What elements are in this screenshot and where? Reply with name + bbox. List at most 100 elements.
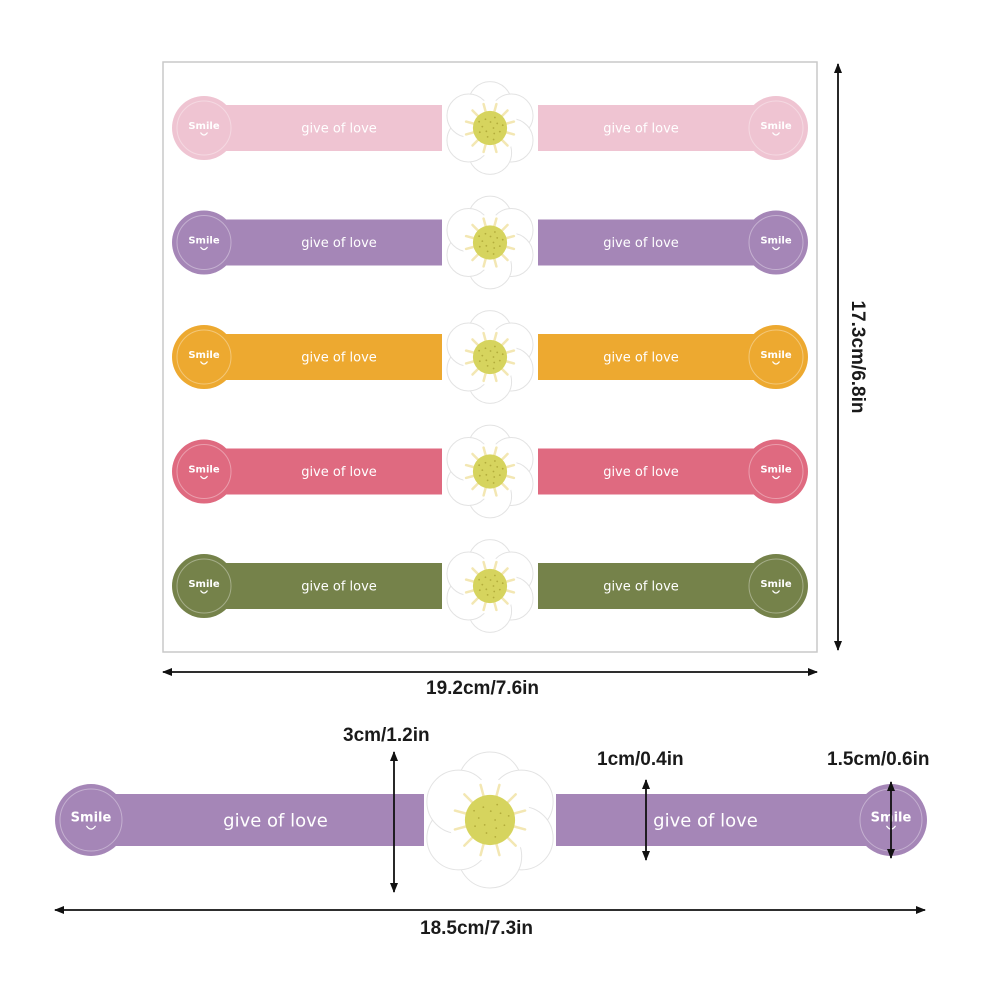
smile-mouth-left [85, 825, 97, 830]
smile-logo-left: Smile [188, 579, 219, 590]
flower-seed [493, 361, 496, 364]
strip-end-right-ring [748, 100, 804, 156]
flower-seed [486, 250, 489, 253]
flower-seed [484, 118, 487, 121]
smile-mouth-left [200, 590, 208, 594]
strip-end-left-ring [59, 788, 123, 852]
flower-seed [495, 827, 498, 830]
flower-seed [486, 365, 489, 367]
tagline-left: give of love [301, 236, 377, 251]
strip-end-left [172, 554, 236, 618]
smile-logo-left: Smile [188, 465, 219, 476]
smile-mouth-left [200, 475, 208, 480]
strip-end-left [172, 325, 236, 389]
daisy-flower [446, 81, 534, 175]
flower-seed [499, 812, 502, 815]
flower-seed [494, 231, 496, 233]
flower-seed [484, 232, 487, 235]
strip-bar-left [204, 334, 442, 380]
flower-seed [493, 476, 496, 478]
flower-seed [501, 467, 504, 470]
tagline-right: give of love [603, 122, 679, 137]
flower-seed [494, 460, 496, 462]
flower-seed [481, 240, 484, 243]
flower-seed [478, 245, 481, 248]
strip-end-right [744, 325, 808, 389]
flower-seed [478, 474, 481, 477]
flower-seed [481, 469, 484, 472]
flower-seed [496, 122, 499, 125]
flower-seed [489, 121, 492, 123]
strip-bar-left [204, 563, 442, 609]
strip-end-right [744, 210, 808, 275]
smile-logo-right: Smile [760, 465, 791, 476]
strip-height-label: 1cm/0.4in [597, 749, 684, 770]
flower-seed [485, 244, 488, 247]
flower-seed [482, 806, 485, 809]
flower-seed [478, 578, 481, 581]
flower-seed [496, 237, 499, 239]
strip-end-right-ring [748, 558, 804, 614]
flower-seed [492, 127, 495, 129]
flower-seed [484, 347, 487, 350]
strip-end-left-ring [176, 558, 232, 614]
flower-seed [474, 825, 476, 828]
flower-seed [478, 464, 481, 467]
flower-seed [478, 131, 481, 134]
flower-center [472, 339, 508, 375]
flower-seed [489, 464, 492, 467]
flower-seed [493, 132, 496, 135]
flower-seed [494, 836, 497, 838]
flower-seed [489, 350, 492, 352]
smile-logo-right: Smile [760, 579, 791, 590]
strip-bar-right [556, 794, 891, 846]
flower-seed [507, 815, 510, 817]
flower-seed [485, 359, 488, 362]
strip-end-left [55, 784, 127, 856]
end-diameter-label: 1.5cm/0.6in [827, 749, 930, 770]
strip-end-right [744, 554, 808, 618]
tagline-left: give of love [301, 122, 377, 137]
flower-seed [478, 120, 481, 123]
flower-seed [486, 136, 489, 138]
strip-length-label: 18.5cm/7.3in [420, 918, 534, 939]
smile-logo-left: Smile [71, 810, 112, 825]
strip-end-left [172, 439, 236, 504]
flower-seed [501, 124, 504, 127]
daisy-flower [446, 310, 534, 404]
flower-seed [489, 579, 492, 581]
strip-end-left [172, 96, 236, 160]
strip-bar-left [204, 448, 442, 495]
flower-seed [494, 819, 497, 821]
flower-seed [478, 235, 481, 238]
tagline-right: give of love [603, 351, 679, 366]
flower-seed [492, 367, 495, 370]
flower-seed [478, 349, 481, 352]
strip-bar-left [204, 105, 442, 151]
strip-bar-right [538, 334, 776, 380]
strip-end-right [744, 439, 808, 504]
flower-seed [492, 470, 495, 473]
flower-seed [498, 359, 501, 362]
flower-center [464, 794, 516, 846]
flower-seed [498, 130, 501, 133]
flower-seed [496, 580, 499, 583]
smile-logo-right: Smile [760, 121, 791, 132]
smile-logo-left: Smile [188, 236, 219, 247]
flower-seed [492, 241, 495, 244]
flower-seed [485, 473, 488, 476]
strip-bar-right [538, 105, 776, 151]
flower-seed [501, 238, 504, 241]
strip-end-right [744, 96, 808, 160]
flower-center [472, 568, 508, 604]
daisy-flower [446, 539, 534, 633]
strip-bar-left [91, 794, 424, 846]
strip-end-left-ring [176, 215, 232, 270]
